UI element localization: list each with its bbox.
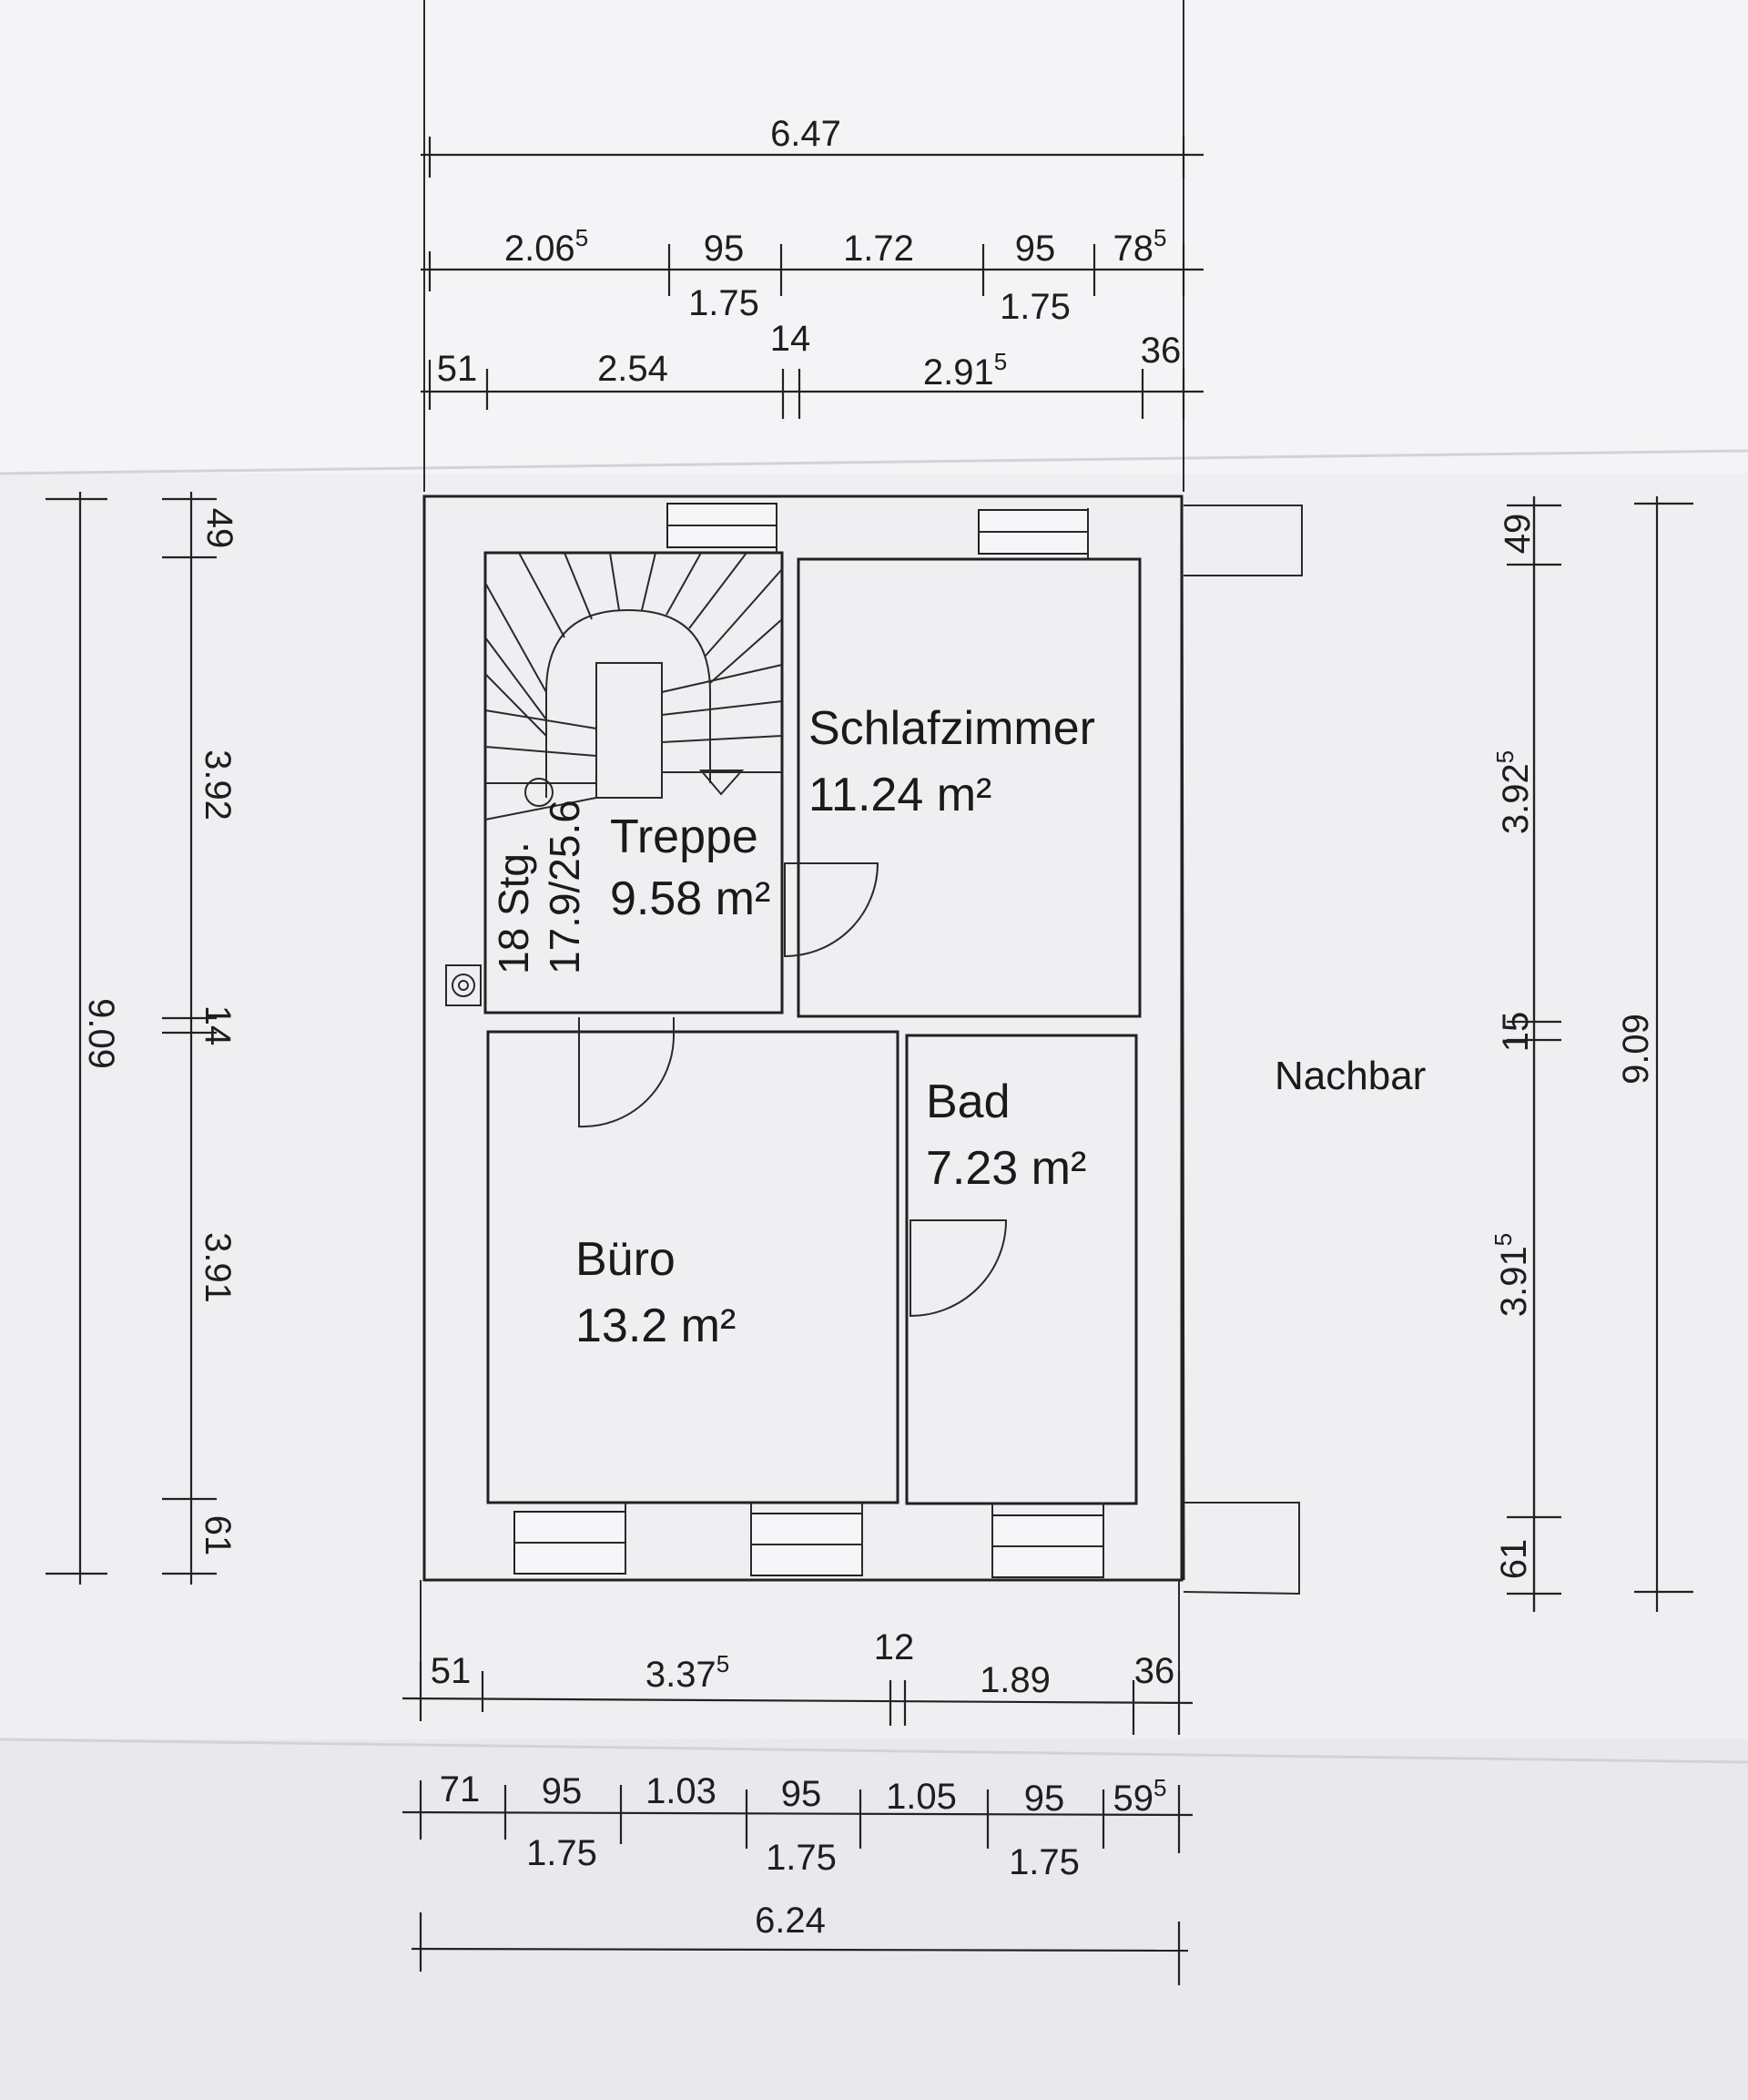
svg-text:3.925: 3.925	[1491, 750, 1536, 834]
dim-bot-overall: 6.24	[755, 1901, 826, 1941]
dim-right-seg-1: 49	[1498, 514, 1538, 555]
room-schlafzimmer-area: 11.24 m²	[808, 769, 991, 821]
door-buero	[578, 1017, 675, 1128]
room-treppe-area: 9.58 m²	[610, 872, 770, 925]
dim-top-r2-2: 95	[704, 229, 745, 269]
dim-bot-r2-below-1: 1.75	[526, 1833, 597, 1873]
dim-bot-r2-2: 95	[542, 1771, 583, 1811]
dim-top-r3-3: 14	[770, 319, 811, 359]
svg-text:785: 785	[1113, 224, 1167, 269]
bottom-dimensions: 51 3.375 12 1.89 36 71 95 1.03 95 1.05 9…	[401, 1580, 1194, 1985]
paper-fold-top	[0, 449, 1748, 475]
chimney-icon	[445, 964, 482, 1006]
dim-top-r3-4: 2.91	[923, 352, 994, 392]
room-bad-area: 7.23 m²	[926, 1142, 1086, 1195]
neighbor-label: Nachbar	[1275, 1054, 1426, 1098]
dim-bot-r2-below-3: 1.75	[1009, 1842, 1080, 1882]
left-dimensions: 9.09 49 3.92 14 3.91 61	[46, 492, 239, 1585]
dim-left-seg-1: 49	[199, 508, 239, 549]
stair-ratio-label: 17.9/25.6	[541, 800, 588, 974]
room-buero-outline	[486, 1030, 899, 1504]
dim-top-r2-3: 1.72	[843, 229, 914, 269]
svg-text:2.915: 2.915	[923, 348, 1007, 392]
dim-bot-r1-3: 12	[874, 1627, 915, 1667]
room-schlafzimmer-name: Schlafzimmer	[808, 702, 1095, 755]
dim-right-seg-4: 3.91	[1494, 1246, 1534, 1317]
room-treppe-name: Treppe	[610, 810, 758, 863]
building	[422, 494, 1303, 1595]
svg-text:3.375: 3.375	[645, 1650, 729, 1695]
dim-left-seg-5: 61	[198, 1515, 238, 1556]
dim-left-seg-2: 3.92	[198, 749, 238, 821]
right-dimensions: 9.09 49 3.925 15 3.915 61	[1489, 496, 1693, 1612]
dim-top-r3-1: 51	[437, 349, 478, 389]
dim-left-seg-4: 3.91	[198, 1232, 238, 1303]
door-bad	[910, 1219, 1008, 1318]
dim-left-overall: 9.09	[81, 998, 121, 1069]
room-bad-name: Bad	[926, 1075, 1011, 1128]
dim-top-r2-5: 78	[1113, 229, 1154, 269]
dim-right-seg-2: 3.92	[1496, 763, 1536, 834]
dim-top-overall: 6.47	[770, 114, 841, 154]
room-buero-name: Büro	[575, 1233, 676, 1286]
dim-top-r3-5: 36	[1141, 331, 1182, 371]
svg-text:2.065: 2.065	[504, 224, 588, 269]
neighbor-wall-top	[1184, 505, 1303, 576]
room-schlafzimmer-outline	[797, 557, 1142, 1018]
dim-right-seg-3: 15	[1496, 1012, 1536, 1053]
dim-bot-r2-3: 1.03	[645, 1771, 716, 1811]
dim-left-seg-3: 14	[198, 1005, 238, 1046]
dim-bot-r2-below-2: 1.75	[766, 1838, 837, 1878]
top-dimensions: 6.47 2.065 95 1.72 95 785 1.75 1.75 51 2…	[421, 114, 1204, 419]
paper-upper	[0, 0, 1748, 474]
dim-bot-r1-1: 51	[431, 1651, 472, 1691]
paper-middle	[0, 474, 1748, 1739]
door-schlafzimmer	[784, 862, 879, 958]
room-buero-area: 13.2 m²	[575, 1300, 736, 1352]
room-bad-outline	[905, 1034, 1138, 1505]
paper-fold-bottom	[0, 1738, 1748, 1764]
staircase-icon	[484, 552, 783, 821]
dim-bot-r2-5: 1.05	[886, 1777, 957, 1817]
dim-top-r2-4: 95	[1015, 229, 1056, 269]
svg-text:3.915: 3.915	[1489, 1233, 1534, 1317]
dim-bot-r1-2: 3.37	[645, 1655, 716, 1695]
dim-top-r2-below-2: 1.75	[1000, 287, 1071, 327]
dim-top-r2-1: 2.06	[504, 229, 575, 269]
dim-bot-r2-4: 95	[781, 1774, 822, 1814]
dim-bot-r2-1: 71	[440, 1769, 481, 1809]
paper-lower	[0, 1739, 1748, 2100]
dim-bot-r1-5: 36	[1134, 1651, 1175, 1691]
dim-right-seg-5: 61	[1494, 1539, 1534, 1580]
dim-top-r3-2: 2.54	[597, 349, 668, 389]
svg-text:595: 595	[1113, 1774, 1167, 1819]
dim-top-r2-below-1: 1.75	[688, 283, 759, 323]
dim-bot-r1-4: 1.89	[980, 1660, 1051, 1700]
neighbor-wall-bottom	[1183, 1502, 1300, 1595]
dim-bot-r2-6: 95	[1024, 1779, 1065, 1819]
stair-steps-label: 18 Stg.	[490, 841, 537, 974]
dim-bot-r2-7: 59	[1113, 1779, 1154, 1819]
dim-right-overall: 9.09	[1616, 1014, 1656, 1085]
